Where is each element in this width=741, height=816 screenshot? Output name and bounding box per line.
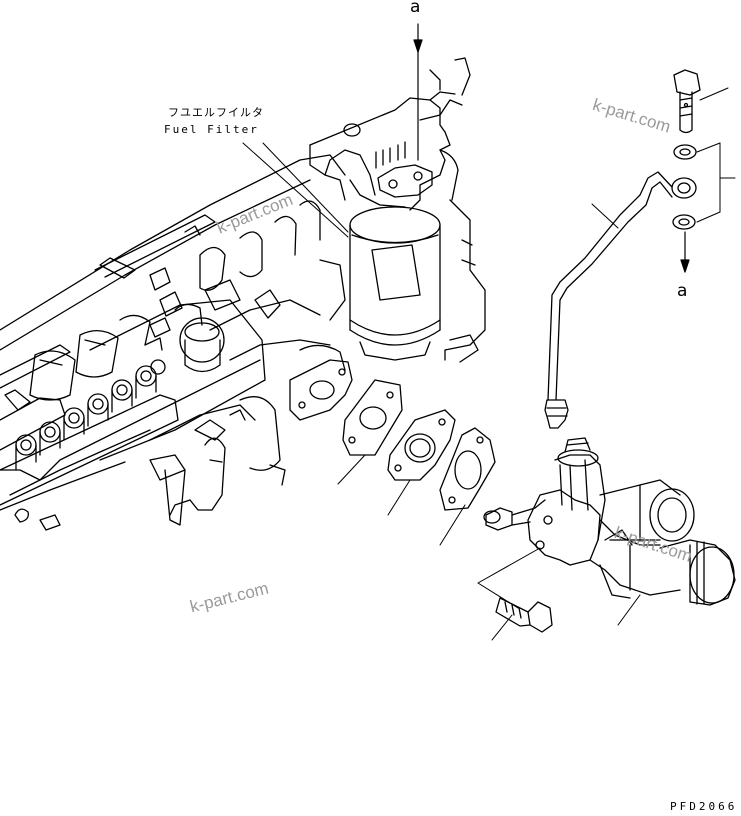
- mounting-frame: [444, 199, 486, 363]
- gasket-1: [289, 359, 353, 421]
- drawing-code: PFD2066: [670, 800, 738, 813]
- fuel-filter-label-en: Fuel Filter: [164, 123, 259, 136]
- leader-lines: [242, 87, 736, 641]
- washer-lower: [672, 214, 696, 230]
- fuel-pipe: [544, 171, 697, 429]
- banjo-bolt: [673, 69, 701, 134]
- gaskets: [289, 359, 496, 511]
- reference-mark-top: a: [410, 0, 421, 17]
- engine-block: [0, 154, 346, 531]
- fuel-filter-canister: [349, 206, 441, 361]
- gasket-2: [342, 379, 403, 456]
- feed-pump: [483, 437, 736, 606]
- gasket-4: [439, 427, 496, 511]
- delivery-valves: [15, 359, 166, 471]
- gasket-3: [387, 409, 456, 481]
- fuel-filter-head: [309, 57, 471, 211]
- reference-arrow-top: [413, 23, 423, 161]
- washer-upper: [673, 144, 697, 160]
- fuel-filter-label-jp: フユエルフイルタ: [168, 106, 264, 119]
- injection-pump: [0, 299, 266, 526]
- reference-arrow-right: [680, 231, 690, 273]
- reference-mark-right: a: [677, 281, 688, 301]
- mounting-bolt: [495, 597, 553, 633]
